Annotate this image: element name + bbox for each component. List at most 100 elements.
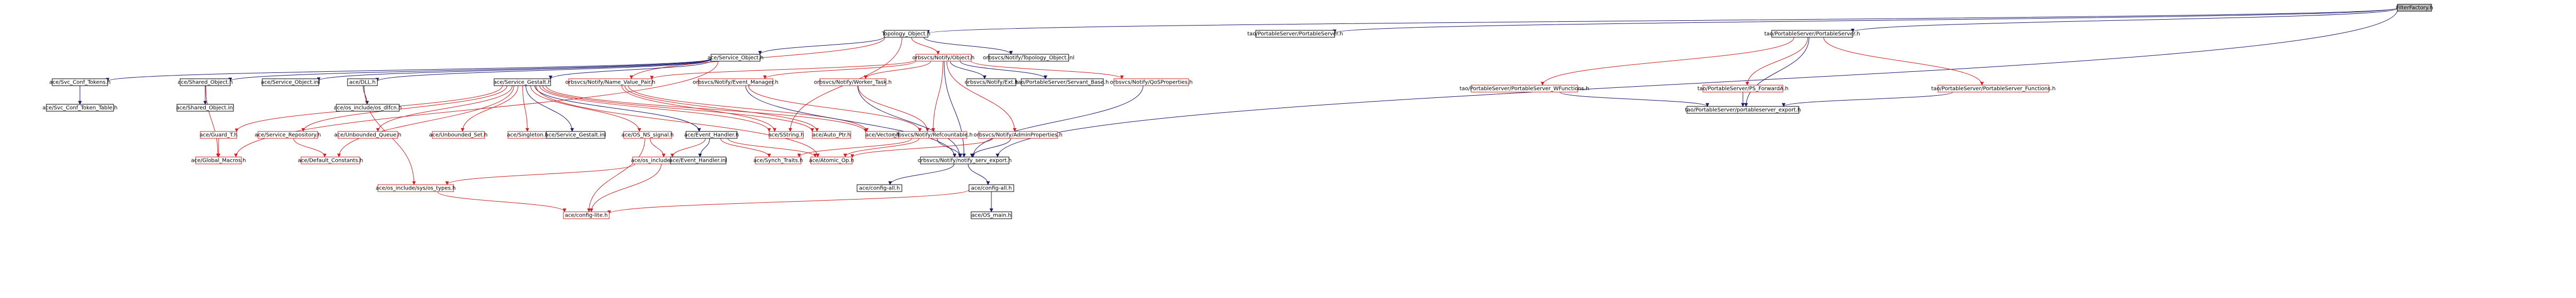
node-label: tao/PortableServer/Servant_Base.h [1016,80,1109,86]
node-nem[interactable]: orbsvcs/Notify/Event_Manager.h [693,78,779,86]
edge-no-to-nem [763,61,916,79]
node-cl[interactable]: ace/config-lite.h [563,211,610,219]
node-box [347,78,378,86]
node-label: ace/Unbounded_Queue.h [334,133,401,138]
node-label: ace/config-lite.h [565,213,608,219]
edge-so-to-dll [375,59,712,82]
node-cfa2[interactable]: ace/config-all.h [968,184,1014,192]
edge-so-to-sct [106,58,712,82]
node-no[interactable]: orbsvcs/Notify/Object.h [912,54,975,62]
node-box [971,211,1012,219]
node-sg[interactable]: ace/Service_Gestalt.h [494,78,551,86]
node-box [1937,85,2049,93]
node-nse[interactable]: orbsvcs/Notify/notify_serv_export.h [918,156,1012,164]
edge-sg-to-uq [376,85,513,132]
node-sgl[interactable]: ace/Singleton.h [507,131,548,139]
node-sct[interactable]: ace/Svc_Conf_Tokens.h [49,78,111,86]
node-label: orbsvcs/Notify/Refcountable.h [893,133,973,138]
node-label: ace/Atomic_Op.h [809,158,854,164]
node-so[interactable]: ace/Service_Object.h [707,54,764,62]
edge-sg-to-dc [337,85,514,158]
node-nwt[interactable]: orbsvcs/Notify/Worker_Task.h [814,78,892,86]
node-box [915,54,972,62]
node-label: ace/Unbounded_Set.h [429,133,488,138]
edge-sg-to-sgi [526,85,574,132]
node-box [884,30,928,38]
node-box [812,131,851,139]
edge-no-to-nrc [931,61,943,132]
node-to[interactable]: Topology_Object.h [881,30,931,38]
node-psfn[interactable]: tao/PortableServer/PortableServer_Functi… [1931,85,2056,93]
node-label: ace/Vector_T.h [866,133,904,138]
edge-sg-to-vt [546,85,868,133]
node-box [769,131,804,139]
node-label: ace/config-all.h [971,186,1012,192]
node-soi[interactable]: ace/Service_Object.inl [261,78,320,86]
node-gm[interactable]: ace/Global_Macros.h [191,156,246,164]
node-dll[interactable]: ace/DLL.h [347,78,378,86]
node-sctt[interactable]: ace/Svc_Conf_Token_Table.h [43,104,118,112]
edge-pwc-to-pse [1560,92,1709,107]
edge-cfa2-to-cl [607,189,970,214]
node-qos[interactable]: orbsvcs/Notify/QoSProperties.h [1110,78,1193,86]
node-us[interactable]: ace/Unbounded_Set.h [429,131,488,139]
edge-no-to-nwt [863,61,931,79]
node-label: orbsvcs/Notify/Worker_Task.h [814,80,892,86]
node-label: ace/Service_Gestalt.h [494,80,551,86]
node-dc[interactable]: ace/Default_Constants.h [298,156,363,164]
node-ss[interactable]: ace/SString.h [769,131,804,139]
node-osm[interactable]: ace/OS_main.h [971,211,1012,219]
node-nex[interactable]: orbsvcs/Notify/Ext.h [965,78,1018,86]
edge-sg-to-eh [534,85,701,132]
edge-eh-to-ehi [698,138,710,158]
edge-ff-to-tpsh [1851,8,2398,32]
node-nrc[interactable]: orbsvcs/Notify/Refcountable.h [893,131,973,139]
node-psf[interactable]: tao/PortableServer/PS_ForwardA.h [1698,85,1789,93]
node-tpsh[interactable]: tao/PortableServer/PortableServer.h [1764,30,1860,38]
node-osn[interactable]: ace/OS_NS_signal.h [621,131,674,139]
node-label: ace/Event_Handler.inl [669,158,727,164]
node-sho[interactable]: ace/Shared_Object.h [177,78,233,86]
node-label: ace/Service_Repository.h [255,133,321,138]
node-box [1702,85,1783,93]
edge-to-to-so [758,36,885,55]
edge-eh-to-st [720,138,771,158]
edge-to-to-no [911,37,940,55]
node-nap[interactable]: orbsvcs/Notify/AdminProperties.h [974,131,1063,139]
node-cfa[interactable]: ace/config-all.h [857,184,902,192]
node-box [563,211,610,219]
edge-so-to-sho [228,59,712,82]
node-gt[interactable]: ace/Guard_T.h [199,131,238,139]
edge-eh-to-ois [671,138,706,158]
edge-nwt-to-nrc [858,85,930,132]
node-sgi[interactable]: ace/Service_Gestalt.inl [545,131,606,139]
node-label: orbsvcs/Notify/Event_Manager.h [693,80,779,86]
node-label: orbsvcs/Notify/AdminProperties.h [974,133,1063,138]
node-st[interactable]: ace/Synch_Traits.h [754,156,803,164]
node-box [898,131,967,139]
node-box [1021,78,1104,86]
node-box [857,184,902,192]
node-shoi[interactable]: ace/Shared_Object.inl [176,104,235,112]
node-pwc[interactable]: tao/PortableServer/PortableServer_WFunct… [1459,85,1589,93]
node-tps[interactable]: tao/PortableServer/PortableServer.h [1247,30,1343,38]
edge-nrc-to-nse [936,138,963,158]
node-ao[interactable]: ace/Atomic_Op.h [809,156,854,164]
node-psb[interactable]: tao/PortableServer/Servant_Base.h [1016,78,1109,86]
node-nvp[interactable]: orbsvcs/Notify/Name_Value_Pair.h [566,78,656,86]
node-sr[interactable]: ace/Service_Repository.h [255,131,321,139]
node-box [1113,78,1189,86]
node-ost[interactable]: ace/os_include/sys/os_types.h [376,184,456,192]
node-box [336,104,400,112]
node-pse[interactable]: tao/PortableServer/portableserver_export… [1685,106,1801,114]
node-ehi[interactable]: ace/Event_Handler.inl [669,156,727,164]
node-eh[interactable]: ace/Event_Handler.h [684,131,739,139]
node-osd[interactable]: ace/os_include/os_dlfcn.h [334,104,402,112]
node-box [670,156,726,164]
node-nti[interactable]: orbsvcs/Notify/Topology_Object.inl [983,54,1075,62]
node-ap[interactable]: ace/Auto_Ptr.h [812,131,851,139]
node-label: ace/OS_main.h [972,213,1012,219]
node-uq[interactable]: ace/Unbounded_Queue.h [334,131,401,139]
node-label: ace/SString.h [769,133,804,138]
